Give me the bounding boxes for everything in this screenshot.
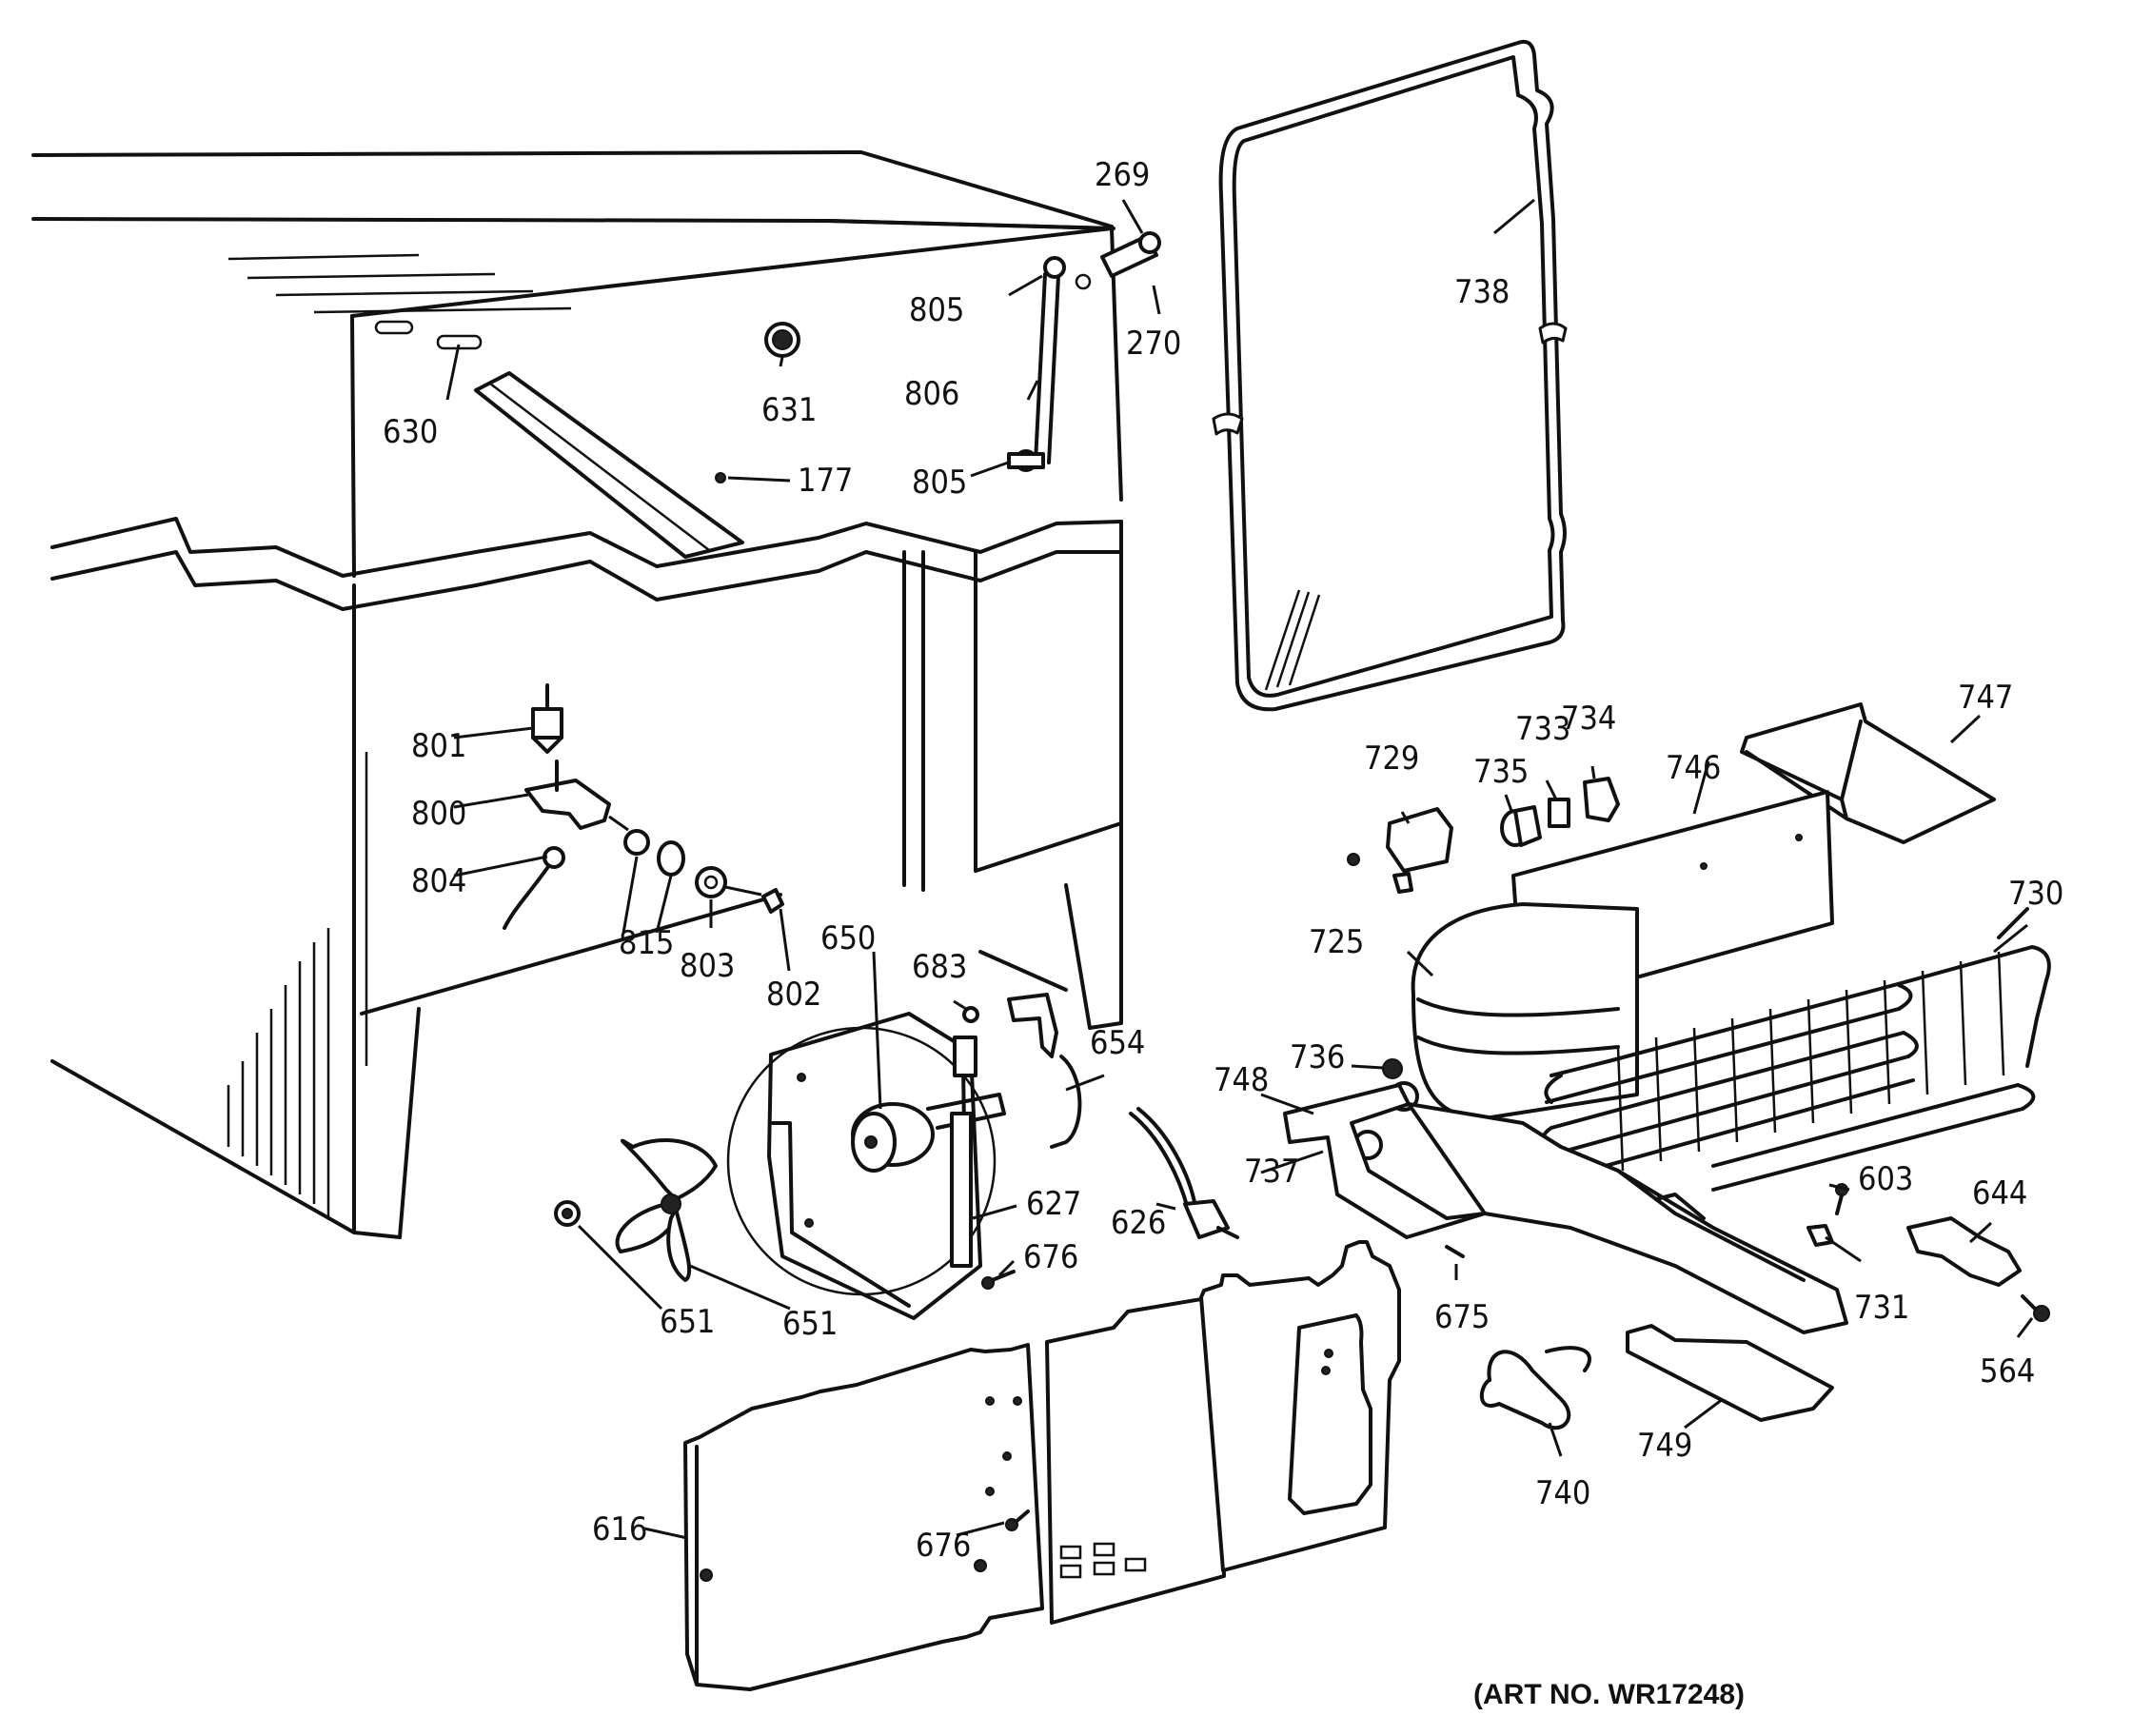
label-735: 735	[1473, 753, 1529, 791]
label-805-top: 805	[909, 291, 964, 329]
label-564: 564	[1980, 1352, 2035, 1391]
label-730: 730	[2008, 875, 2063, 913]
label-800: 800	[411, 795, 466, 833]
access-cover-panels	[683, 1240, 1401, 1691]
fan-blade	[554, 1138, 718, 1282]
label-806: 806	[904, 375, 959, 413]
label-654: 654	[1090, 1024, 1145, 1062]
label-683: 683	[912, 948, 967, 986]
label-651-right: 651	[782, 1305, 838, 1343]
label-626: 626	[1111, 1204, 1166, 1242]
door-gasket	[1212, 39, 1568, 712]
label-631: 631	[761, 391, 817, 429]
label-676-bottom: 676	[916, 1527, 971, 1565]
label-740: 740	[1535, 1474, 1590, 1512]
label-805-bottom: 805	[912, 464, 967, 502]
art-number-caption: (ART NO. WR17248)	[1473, 1679, 1745, 1710]
label-738: 738	[1454, 273, 1510, 311]
cabinet	[31, 150, 1161, 1239]
label-748: 748	[1214, 1061, 1269, 1099]
fan-bracket-assembly	[726, 993, 1239, 1320]
label-803: 803	[680, 947, 735, 985]
label-675: 675	[1434, 1298, 1490, 1336]
label-801: 801	[411, 727, 466, 765]
label-651-left: 651	[660, 1303, 715, 1341]
label-747: 747	[1958, 679, 2013, 717]
label-630: 630	[383, 413, 438, 451]
label-737: 737	[1244, 1153, 1299, 1191]
leader-lines	[445, 198, 2034, 1540]
label-749: 749	[1637, 1427, 1692, 1465]
label-676-top: 676	[1023, 1238, 1078, 1276]
label-269: 269	[1095, 156, 1150, 194]
label-746: 746	[1666, 749, 1721, 787]
label-177: 177	[798, 462, 853, 500]
label-616: 616	[592, 1510, 647, 1549]
label-725: 725	[1309, 923, 1364, 961]
part-labels: 269 270 738 805 806 805 631 630 177 801 …	[383, 156, 2063, 1565]
label-731: 731	[1854, 1289, 1909, 1327]
label-650: 650	[820, 919, 876, 957]
label-804: 804	[411, 862, 466, 900]
label-603: 603	[1858, 1160, 1913, 1198]
compressor-assembly	[1283, 702, 2051, 1430]
label-270: 270	[1126, 325, 1181, 363]
label-736: 736	[1290, 1038, 1345, 1076]
label-733: 733	[1515, 710, 1570, 748]
label-734: 734	[1561, 700, 1616, 738]
label-815: 815	[619, 924, 674, 962]
label-802: 802	[766, 976, 821, 1014]
label-627: 627	[1026, 1185, 1081, 1223]
label-729: 729	[1364, 740, 1419, 778]
label-644: 644	[1972, 1174, 2027, 1213]
